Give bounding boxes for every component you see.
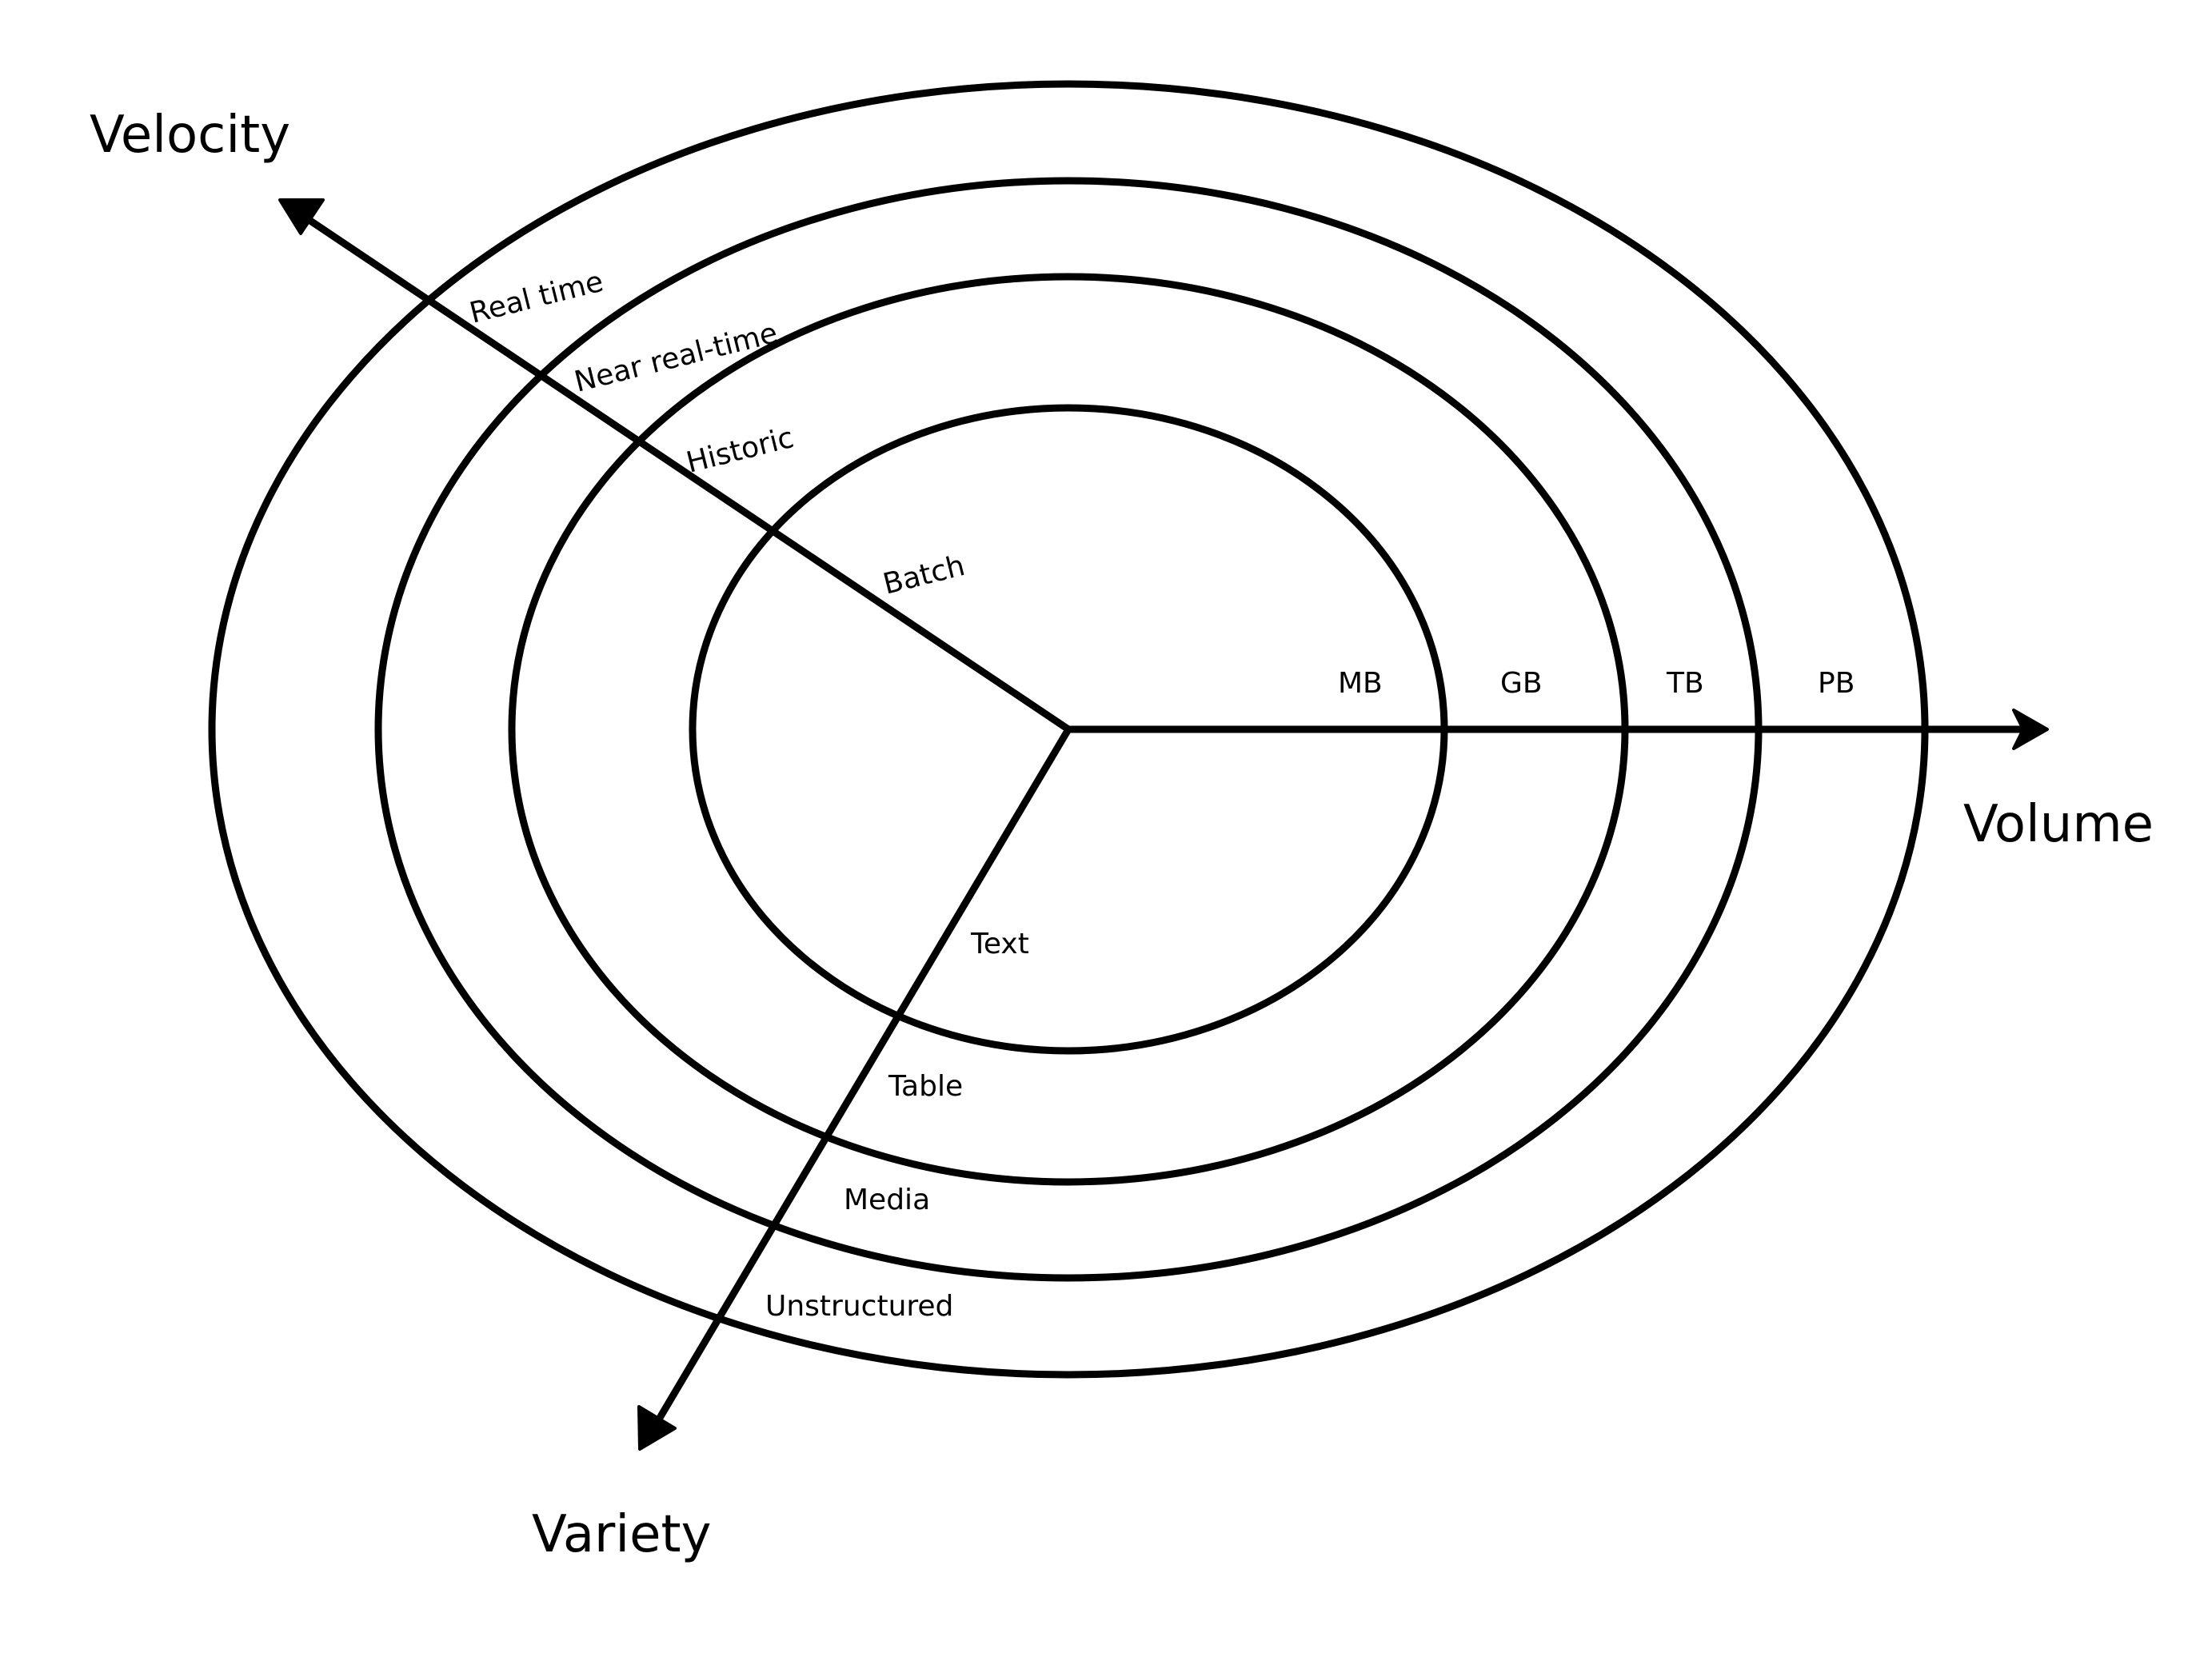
velocity-axis — [304, 215, 1072, 733]
velocity-arrow-icon — [278, 198, 325, 235]
variety-level-table: Table — [888, 1070, 963, 1103]
variety-axis-title: Variety — [532, 1505, 711, 1564]
variety-axis — [653, 725, 1072, 1426]
volume-arrow-icon — [2012, 709, 2049, 750]
volume-axis-title: Volume — [1963, 795, 2154, 854]
variety-level-text: Text — [970, 928, 1029, 960]
variety-arrow-icon — [637, 1405, 677, 1451]
volume-level-pb: PB — [1818, 667, 1855, 700]
volume-level-gb: GB — [1500, 667, 1543, 700]
variety-level-media: Media — [844, 1184, 930, 1216]
velocity-level-batch: Batch — [880, 549, 968, 601]
velocity-level-real-time: Real time — [466, 266, 606, 330]
velocity-axis-title: Velocity — [90, 106, 290, 165]
variety-level-unstructured: Unstructured — [765, 1290, 953, 1323]
volume-level-mb: MB — [1338, 667, 1383, 700]
volume-level-tb: TB — [1666, 667, 1704, 700]
velocity-level-historic: Historic — [683, 421, 797, 480]
